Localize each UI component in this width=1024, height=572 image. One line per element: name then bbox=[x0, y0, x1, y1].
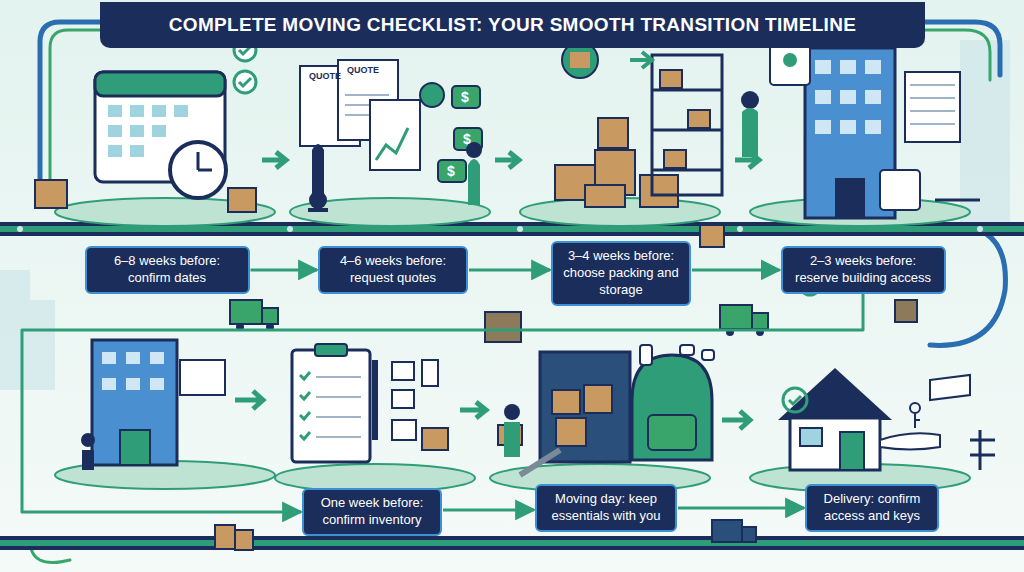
price-tag-sign: $ bbox=[461, 89, 469, 105]
price-tag-sign: $ bbox=[463, 131, 471, 147]
step-box: Moving day: keep essentials with you bbox=[535, 484, 677, 532]
step-box: 2–3 weeks before: reserve building acces… bbox=[781, 246, 946, 294]
step-box: 4–6 weeks before: request quotes bbox=[318, 246, 468, 294]
step-box: Delivery: confirm access and keys bbox=[805, 484, 939, 532]
flow-arrow bbox=[22, 294, 863, 512]
step-text: 6–8 weeks before: confirm dates bbox=[95, 253, 240, 287]
quote-heading: QUOTE bbox=[347, 65, 379, 75]
flow-arrow bbox=[443, 508, 534, 511]
step-text: Moving day: keep essentials with you bbox=[545, 491, 667, 525]
step-text: 3–4 weeks before: choose packing and sto… bbox=[561, 248, 681, 299]
step-box: 3–4 weeks before: choose packing and sto… bbox=[551, 241, 691, 306]
step-box: 6–8 weeks before: confirm dates bbox=[85, 246, 250, 294]
flow-arrow bbox=[469, 268, 550, 271]
step-box: One week before: confirm inventory bbox=[302, 488, 442, 536]
flow-arrow bbox=[251, 268, 318, 271]
step-text: 4–6 weeks before: request quotes bbox=[328, 253, 458, 287]
quote-heading: QUOTE bbox=[309, 71, 341, 81]
price-tag-sign: $ bbox=[447, 163, 455, 179]
title-bar: COMPLETE MOVING CHECKLIST: YOUR SMOOTH T… bbox=[100, 2, 925, 48]
step-text: 2–3 weeks before: reserve building acces… bbox=[791, 253, 936, 287]
flow-arrow bbox=[678, 506, 804, 509]
flow-arrow bbox=[692, 268, 780, 271]
step-text: Delivery: confirm access and keys bbox=[815, 491, 929, 525]
step-text: One week before: confirm inventory bbox=[312, 495, 432, 529]
title-text: COMPLETE MOVING CHECKLIST: YOUR SMOOTH T… bbox=[169, 14, 856, 36]
